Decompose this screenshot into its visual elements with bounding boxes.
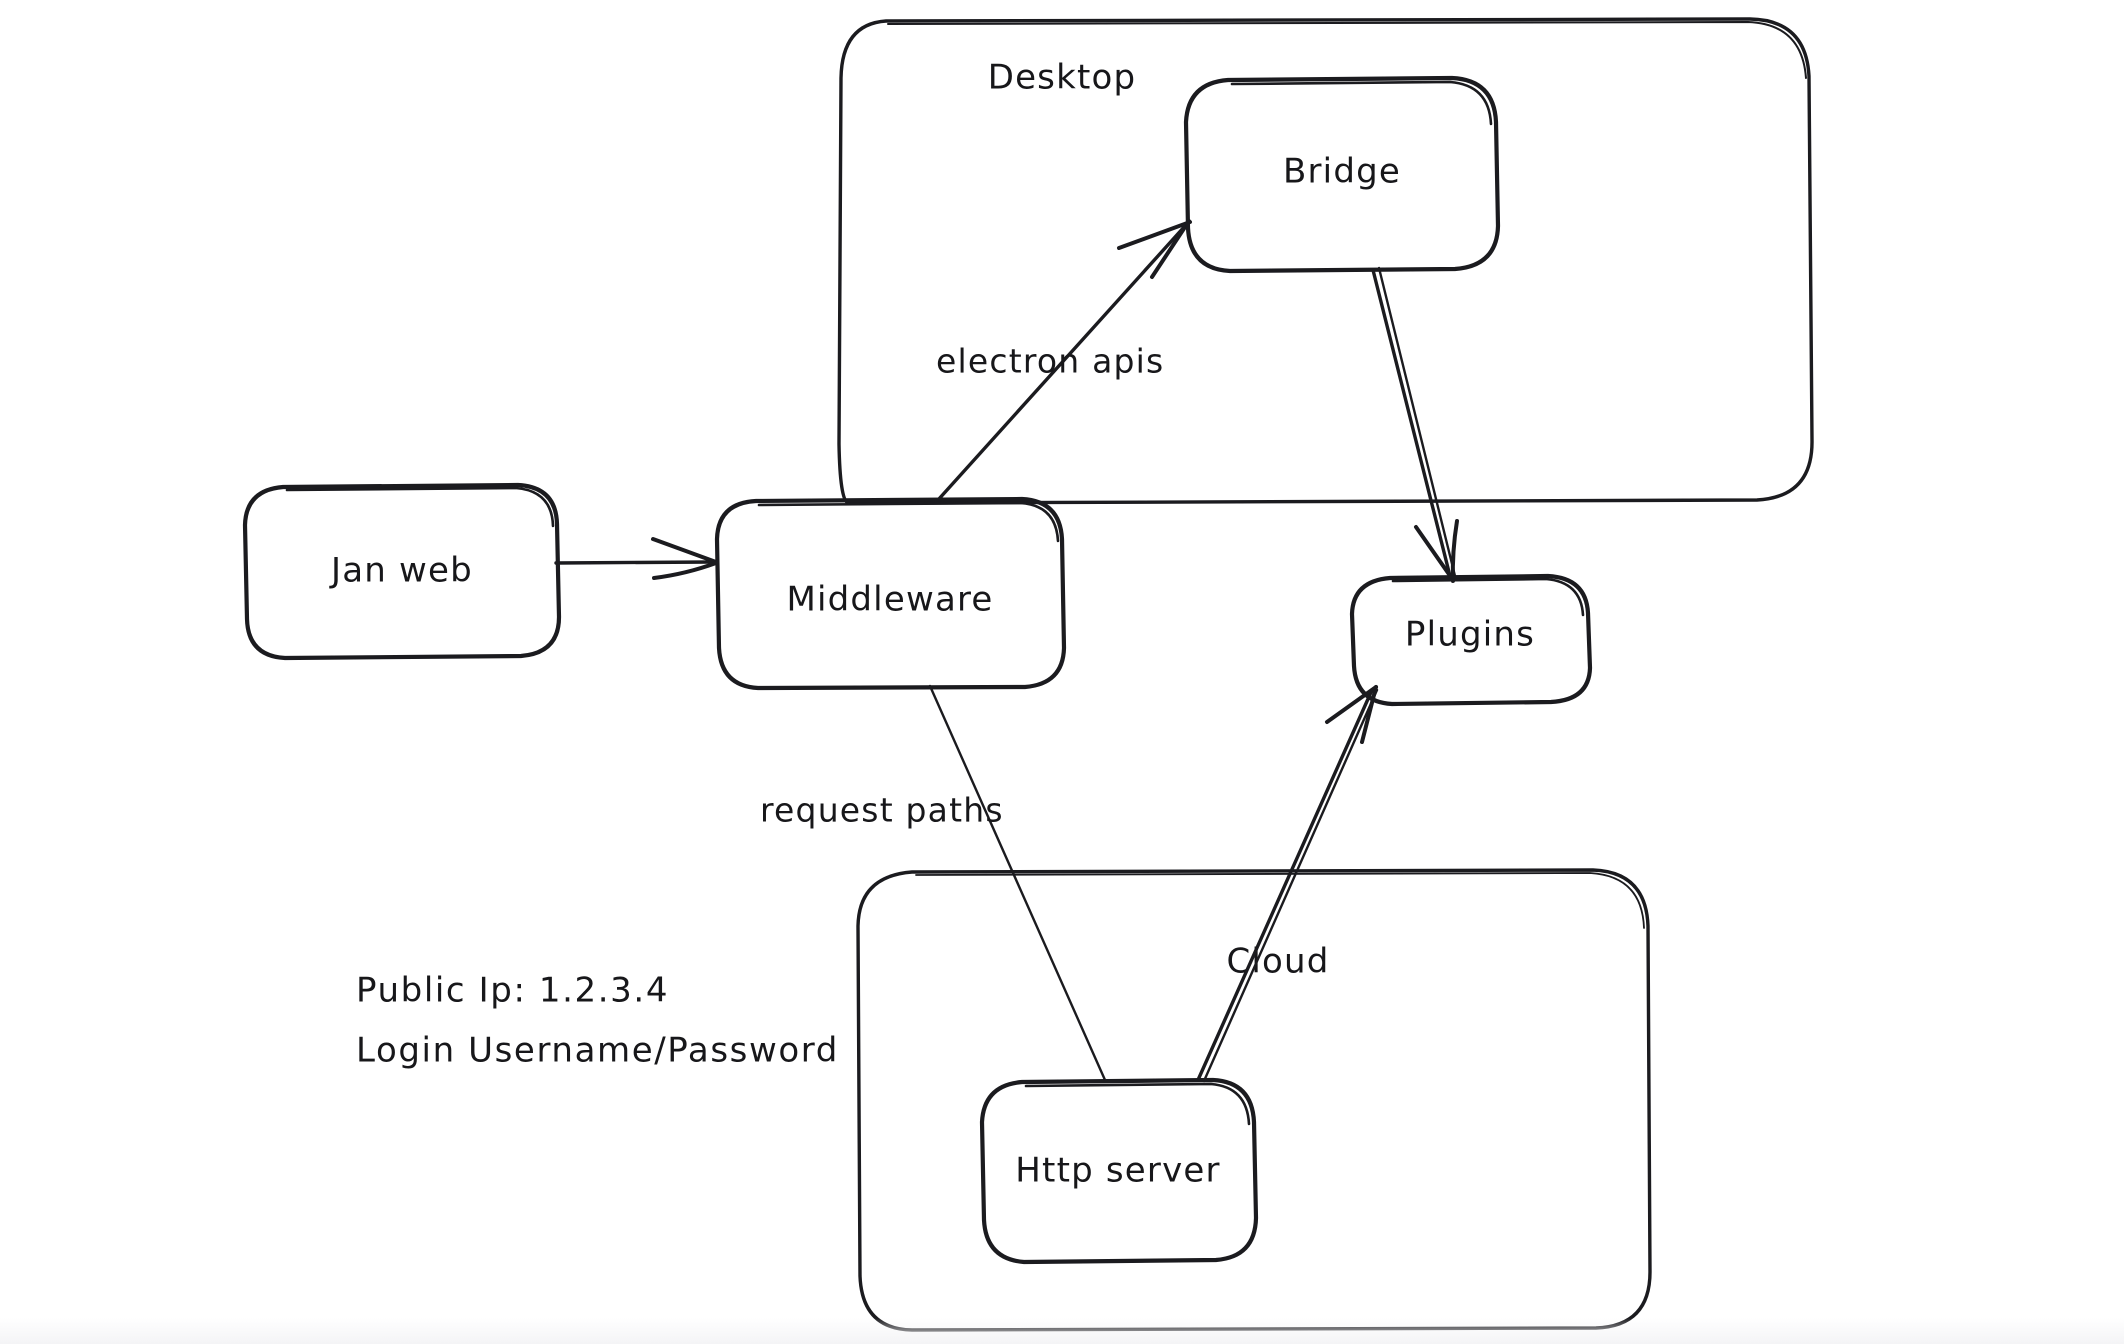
node-http-server-outline-second bbox=[1024, 1082, 1251, 1126]
cloud-container-outline-second bbox=[915, 872, 1645, 929]
edge-janweb-middleware-arrowhead-lower bbox=[652, 561, 718, 580]
node-plugins-outline-second bbox=[1391, 577, 1585, 617]
node-http-server-outline bbox=[979, 1077, 1259, 1265]
node-jan-web[interactable]: Jan web bbox=[242, 482, 562, 661]
node-plugins-outline bbox=[1349, 573, 1593, 707]
edge-bridge-to-plugins[interactable] bbox=[1371, 266, 1459, 583]
edge-middleware-httpserver-line bbox=[928, 684, 1107, 1082]
edge-httpserver-to-plugins[interactable] bbox=[1196, 685, 1379, 1083]
edge-httpserver-plugins-arrowhead-left bbox=[1325, 685, 1378, 724]
node-middleware-outline bbox=[714, 496, 1067, 691]
edge-httpserver-plugins-line-second bbox=[1202, 688, 1379, 1083]
node-bridge[interactable]: Bridge bbox=[1183, 75, 1501, 274]
edge-label-request-paths: request paths bbox=[760, 791, 1004, 830]
edge-label-electron-apis: electron apis bbox=[936, 342, 1164, 381]
node-plugins-label: Plugins bbox=[1405, 615, 1535, 655]
edge-janweb-middleware-arrowhead-upper bbox=[651, 537, 718, 564]
node-middleware[interactable]: Middleware bbox=[714, 496, 1067, 691]
node-http-server-label: Http server bbox=[1015, 1151, 1220, 1191]
cloud-container-outline bbox=[856, 868, 1652, 1332]
edge-httpserver-plugins-arrowhead-inner bbox=[1360, 685, 1378, 744]
notes-block: Public Ip: 1.2.3.4 Login Username/Passwo… bbox=[356, 971, 839, 1071]
edge-middleware-bridge-arrowhead-inner bbox=[1150, 219, 1191, 279]
node-middleware-outline-second bbox=[757, 501, 1060, 543]
node-bridge-outline bbox=[1183, 75, 1501, 274]
edge-middleware-bridge-arrowhead-lower bbox=[1117, 220, 1192, 250]
node-plugins[interactable]: Plugins bbox=[1349, 573, 1593, 707]
desktop-container-outline bbox=[837, 17, 1814, 505]
edge-bridge-plugins-line bbox=[1371, 268, 1452, 578]
edge-bridge-plugins-line-second bbox=[1377, 266, 1457, 578]
note-public-ip: Public Ip: 1.2.3.4 bbox=[356, 971, 669, 1011]
edge-httpserver-plugins-line bbox=[1196, 688, 1374, 1082]
edge-janweb-middleware-line bbox=[554, 560, 714, 565]
edge-middleware-bridge-line bbox=[936, 224, 1187, 502]
node-bridge-label: Bridge bbox=[1283, 152, 1401, 192]
node-jan-web-outline bbox=[242, 482, 562, 661]
note-login-credentials: Login Username/Password bbox=[356, 1031, 839, 1071]
edge-bridge-plugins-arrowhead-left bbox=[1414, 525, 1455, 582]
edge-janweb-to-middleware[interactable] bbox=[554, 537, 718, 580]
edge-middleware-to-bridge[interactable]: electron apis bbox=[936, 219, 1192, 502]
container-desktop[interactable]: Desktop bbox=[837, 17, 1814, 505]
node-middleware-label: Middleware bbox=[786, 580, 993, 620]
container-cloud-label: Cloud bbox=[1226, 942, 1329, 982]
container-desktop-label: Desktop bbox=[988, 58, 1137, 98]
container-cloud[interactable]: Cloud bbox=[856, 868, 1652, 1332]
node-jan-web-label: Jan web bbox=[329, 551, 473, 591]
node-http-server[interactable]: Http server bbox=[979, 1077, 1259, 1265]
desktop-container-outline-second bbox=[887, 21, 1807, 79]
node-jan-web-outline-second bbox=[285, 486, 555, 528]
node-bridge-outline-second bbox=[1230, 80, 1493, 126]
edge-middleware-to-httpserver[interactable]: request paths bbox=[760, 684, 1107, 1082]
